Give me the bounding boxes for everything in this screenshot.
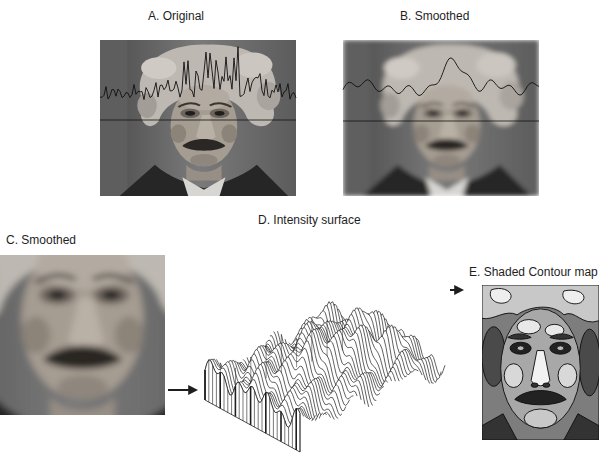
wall-bar bbox=[342, 320, 343, 350]
wall-bar bbox=[281, 334, 282, 372]
wall-bar bbox=[243, 390, 244, 421]
wall-bar bbox=[235, 368, 236, 389]
surface-fill bbox=[205, 360, 300, 452]
wall-bar bbox=[262, 400, 263, 431]
intensity-profile bbox=[343, 58, 539, 96]
wall-bar bbox=[250, 357, 251, 384]
wall-bar bbox=[216, 373, 217, 406]
wall-bar bbox=[204, 370, 206, 400]
wall-bar bbox=[208, 360, 209, 402]
wall-bar bbox=[280, 412, 282, 442]
wall-bar bbox=[239, 383, 240, 419]
photo-original bbox=[100, 40, 296, 196]
figure-panel: E. Shaded Contour map bbox=[466, 262, 601, 442]
panel-label: A. Original bbox=[148, 9, 204, 23]
contour-map bbox=[482, 285, 600, 440]
photo-closeup bbox=[0, 150, 251, 458]
wall-bar bbox=[250, 387, 252, 426]
wall-bar bbox=[295, 408, 297, 450]
wall-bar bbox=[254, 391, 255, 428]
figure-panel: D. Intensity surface bbox=[200, 210, 448, 456]
figure-panel: A. Original bbox=[100, 6, 296, 196]
flow-arrow bbox=[168, 385, 198, 395]
wall-bar bbox=[258, 401, 259, 429]
wall-bar bbox=[231, 395, 232, 414]
wall-bar bbox=[227, 390, 228, 413]
wall-bar bbox=[205, 370, 206, 400]
trace-baseline bbox=[100, 120, 296, 121]
wall-bar bbox=[284, 421, 285, 444]
panel-label: C. Smoothed bbox=[6, 233, 76, 247]
wall-bar bbox=[327, 320, 328, 356]
panel-label: B. Smoothed bbox=[400, 9, 469, 23]
arrow-head bbox=[454, 285, 464, 295]
wall-bar bbox=[266, 343, 267, 378]
wall-bar bbox=[246, 392, 247, 423]
wall-bar bbox=[300, 413, 301, 452]
arrow-head bbox=[188, 385, 198, 395]
wall-bar bbox=[277, 412, 278, 439]
intensity-profile bbox=[100, 47, 296, 100]
wall-bar bbox=[224, 376, 225, 410]
intensity-trace bbox=[100, 47, 539, 121]
wall-bar bbox=[292, 418, 293, 448]
flow-arrow bbox=[450, 285, 464, 295]
wall-bar bbox=[296, 338, 297, 367]
surface-wall bbox=[205, 360, 300, 452]
intensity-surface bbox=[205, 302, 445, 452]
wall-bar bbox=[212, 365, 213, 404]
figure-panel: B. Smoothed bbox=[343, 6, 539, 196]
wall-bar bbox=[269, 397, 270, 435]
wall-bar bbox=[311, 317, 312, 362]
trace-baseline bbox=[343, 121, 539, 122]
wall-bar bbox=[220, 363, 221, 395]
panel-label: E. Shaded Contour map bbox=[469, 265, 598, 279]
panel-label: D. Intensity surface bbox=[258, 213, 361, 227]
wall-bar bbox=[235, 386, 237, 417]
photo-smoothed bbox=[343, 40, 539, 196]
wall-bar bbox=[273, 410, 274, 438]
wall-bar bbox=[265, 392, 267, 433]
wall-bar bbox=[288, 428, 289, 446]
figure-panel: C. Smoothed bbox=[0, 230, 166, 416]
